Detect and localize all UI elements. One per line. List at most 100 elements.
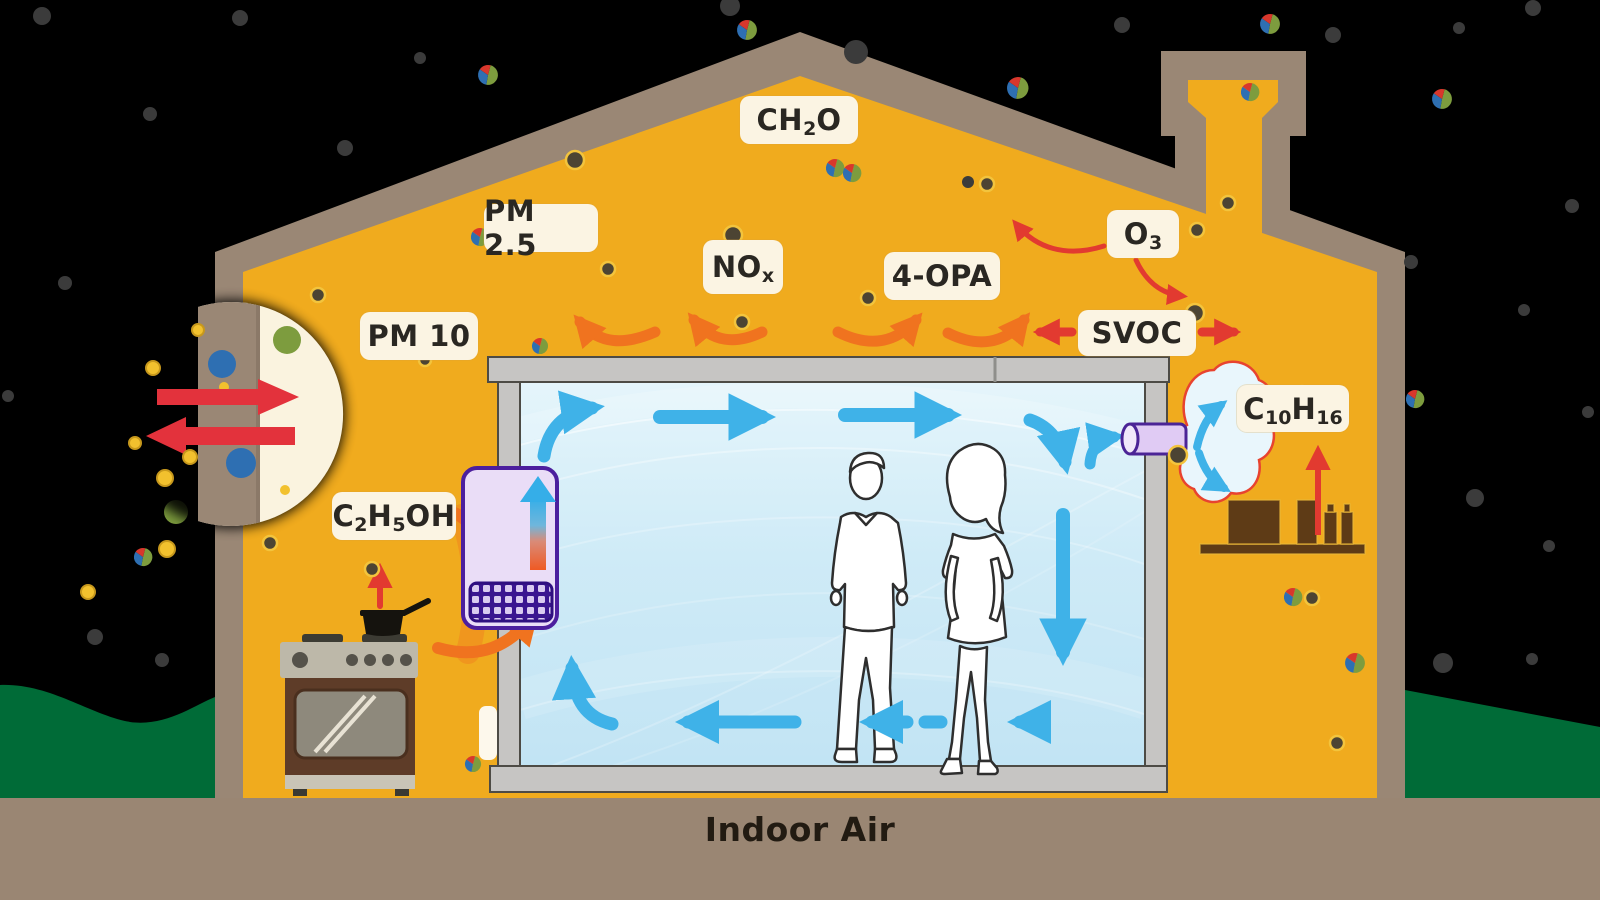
product-bottle-small (1323, 511, 1338, 545)
pie-particle (133, 551, 143, 566)
dark-particle (58, 276, 72, 290)
yellow-particle (80, 584, 96, 600)
dark-particle (1543, 540, 1555, 552)
yellow-particle (156, 469, 174, 487)
pie-particle (1261, 13, 1273, 24)
pie-particle (1009, 77, 1021, 88)
pie-particle (479, 64, 491, 75)
purifier-flow-arrow (530, 498, 546, 570)
yellow-particle (158, 540, 176, 558)
airflow-arrow (551, 655, 619, 731)
pie-particle (1016, 77, 1029, 99)
stove (280, 598, 431, 796)
chimney-interior (1188, 80, 1278, 250)
pie-particle (472, 227, 483, 237)
pie-particle (470, 231, 480, 246)
o3-arrow-right (1133, 257, 1188, 305)
dark-particle (720, 0, 740, 16)
airflow-arrow (1023, 413, 1081, 475)
dark-particle (599, 260, 617, 278)
pie-particle (738, 19, 750, 30)
pie-particle (825, 162, 835, 177)
dark-particle (1325, 27, 1341, 43)
dark-particle (1303, 589, 1321, 607)
pie-particle (1346, 652, 1358, 663)
dark-particle (1582, 406, 1594, 418)
dark-particle (1453, 22, 1465, 34)
dark-particle (1526, 653, 1538, 665)
air-purifier (461, 466, 559, 630)
dark-particle (1525, 0, 1541, 16)
pie-particle (850, 164, 862, 183)
dark-particle (1167, 444, 1189, 466)
product-box (1227, 499, 1281, 545)
dark-particle (1433, 653, 1453, 673)
pie-particle (1248, 83, 1260, 102)
emission-arrow (942, 312, 1031, 348)
dark-particle (1114, 17, 1130, 33)
cleaning-products-shelf (1199, 499, 1366, 555)
dark-particle (564, 149, 586, 171)
yellow-particle (191, 323, 205, 337)
product-bottle-small (1340, 511, 1354, 545)
pie-particle (844, 163, 855, 173)
dark-particle (1565, 199, 1579, 213)
pie-particle (1007, 81, 1018, 99)
dark-particle (1294, 384, 1310, 400)
pie-particle (1268, 14, 1280, 34)
dark-particle (1184, 302, 1206, 324)
gray-particle (957, 284, 973, 300)
dark-particle (2, 390, 14, 402)
dark-particle (232, 10, 248, 26)
hill-left (0, 684, 215, 810)
yellow-particle (145, 360, 161, 376)
cooking-pot (360, 598, 431, 636)
pie-particle (833, 159, 845, 178)
exfiltration-arrow-out (146, 417, 295, 455)
dark-particle (978, 175, 996, 193)
woman-figure (939, 442, 1014, 776)
dark-particle (844, 40, 868, 64)
caption-indoor-air: Indoor Air (704, 810, 896, 849)
pie-particle (1413, 390, 1425, 409)
dark-particle (33, 7, 51, 25)
o3-arrow-left (1012, 219, 1107, 254)
emission-arrow (573, 314, 661, 350)
pie-particle (471, 756, 482, 773)
dark-particle (1518, 304, 1530, 316)
infiltration-arrow-in (157, 379, 299, 415)
pie-particle (538, 338, 549, 355)
pie-particle (1405, 393, 1415, 408)
pie-particle (1440, 89, 1452, 109)
cloud-arrow-up (1193, 400, 1228, 451)
product-bottle (1296, 499, 1318, 545)
airflow-arrow (1084, 422, 1125, 470)
hills (0, 684, 1600, 810)
pie-particle (745, 20, 757, 40)
dark-particle (309, 286, 327, 304)
purifier-grille (468, 581, 554, 623)
pie-particle (464, 759, 473, 772)
ground (0, 798, 1600, 900)
pie-particle (1240, 86, 1250, 101)
dark-particle (261, 534, 279, 552)
dark-particle (962, 176, 974, 188)
dark-particle (722, 224, 744, 246)
pie-particle (1407, 389, 1418, 399)
pie-particle (531, 341, 540, 354)
reaction-arrows (1012, 219, 1242, 346)
pie-particle (842, 167, 852, 182)
pie-particle (1345, 657, 1355, 673)
dark-particle (859, 289, 877, 307)
pie-particle (1291, 588, 1303, 607)
dark-particle (1466, 489, 1484, 507)
emission-arrow (832, 312, 923, 348)
hill-right (1405, 690, 1600, 810)
pie-particle (737, 24, 747, 40)
pie-particle (478, 69, 488, 85)
pie-particle (1260, 18, 1270, 34)
dark-particle (1188, 221, 1206, 239)
dark-particle (1328, 734, 1346, 752)
dark-particle (337, 140, 353, 156)
